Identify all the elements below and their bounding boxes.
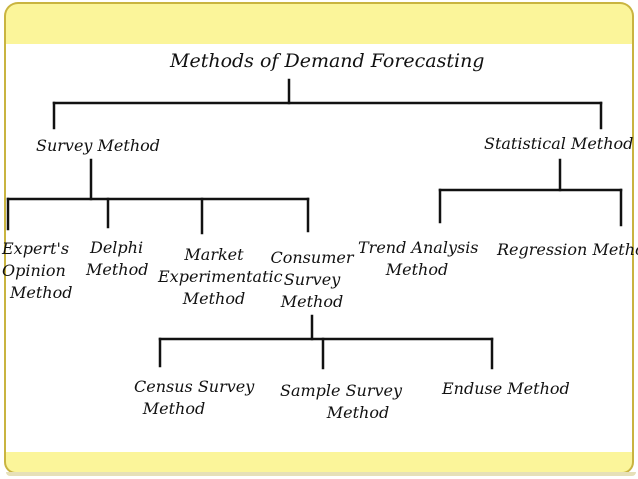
node-delphi-method: Delphi Method <box>86 238 149 279</box>
node-regression-method: Regression Method <box>497 240 638 259</box>
node-statistical-method: Statistical Method <box>484 134 634 153</box>
node-survey-method: Survey Method <box>36 136 161 155</box>
node-market-experimentation-method: Market Experimentatic Method <box>158 245 283 308</box>
header-band <box>4 2 634 44</box>
frame-left-edge <box>4 42 6 454</box>
node-enduse-method: Enduse Method <box>442 379 570 398</box>
node-census-survey-method: Census Survey Method <box>134 377 255 418</box>
node-experts-opinion-method: Expert's Opinion Method <box>2 239 73 302</box>
node-consumer-survey-method: Consumer Survey Method <box>270 248 354 311</box>
footer-shadow <box>6 472 636 476</box>
node-trend-analysis-method: Trend Analysis Method <box>358 238 479 279</box>
node-sample-survey-method: Sample Survey Method <box>280 381 403 422</box>
node-root: Methods of Demand Forecasting <box>170 50 485 72</box>
frame-right-edge <box>632 42 634 454</box>
